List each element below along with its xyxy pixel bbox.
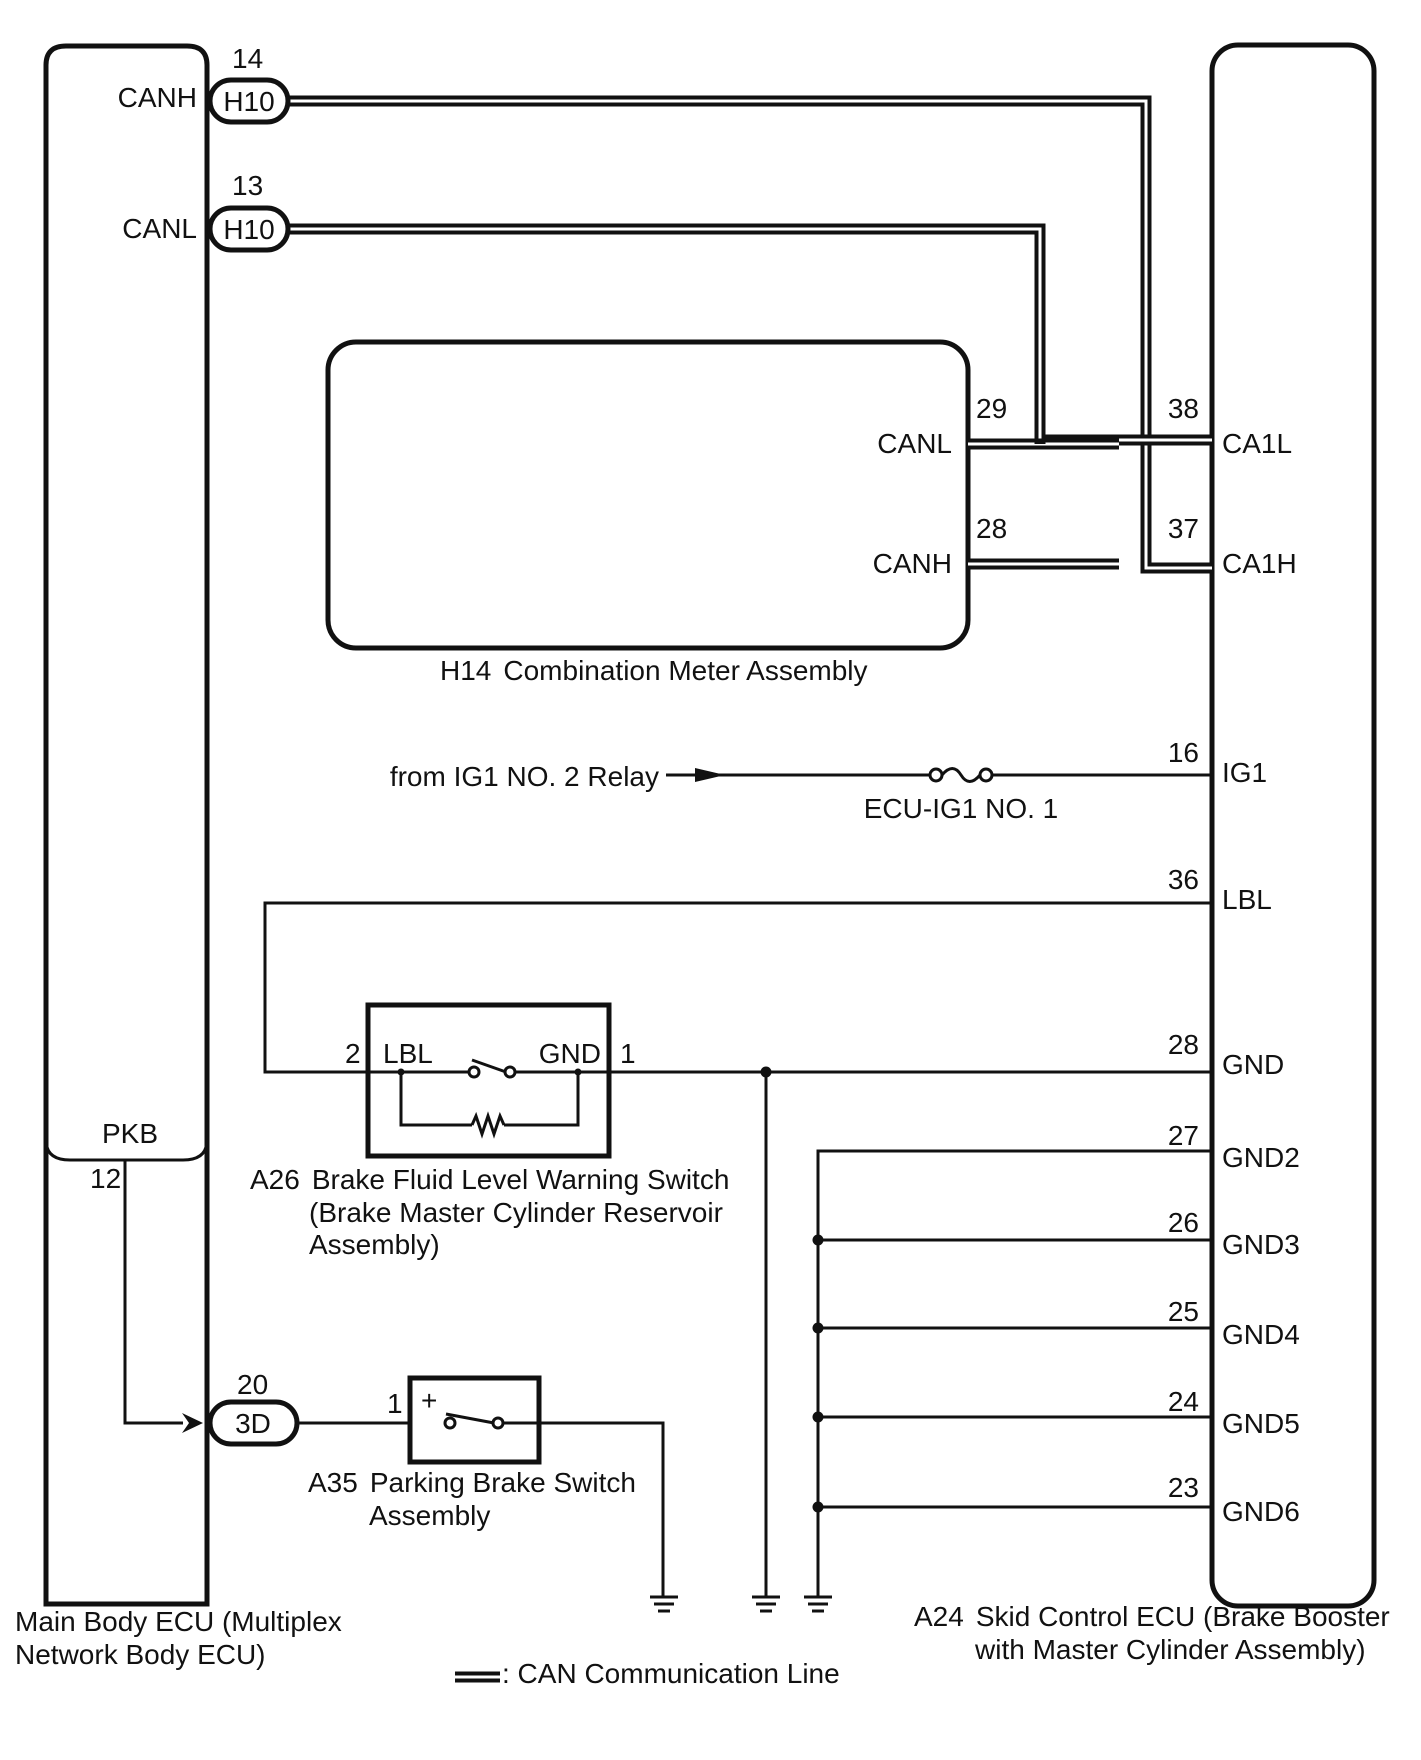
brake-fluid-switch bbox=[365, 1002, 612, 1159]
meter-pin-28: 28 bbox=[976, 513, 1007, 544]
pin-12: 12 bbox=[90, 1163, 121, 1194]
pin-canh-label: CANH bbox=[118, 82, 197, 113]
skid-ecu-caption-line1: A24 Skid Control ECU (Brake Booster bbox=[914, 1601, 1390, 1632]
pin-20: 20 bbox=[237, 1369, 268, 1400]
pin-pkb-label: PKB bbox=[102, 1118, 158, 1149]
skid-pin-ca1h: CA1H bbox=[1222, 548, 1297, 579]
switch-pin-lbl: LBL bbox=[383, 1038, 433, 1069]
skid-ecu-pins: 38 CA1L 37 CA1H 16 IG1 36 LBL 28 GND 27 … bbox=[1168, 393, 1300, 1527]
parking-wire-out bbox=[503, 1421, 665, 1597]
skid-ecu-caption-line2: with Master Cylinder Assembly) bbox=[974, 1634, 1366, 1665]
connector-h10-canh-label: H10 bbox=[223, 86, 274, 117]
pin-canl-label: CANL bbox=[122, 213, 197, 244]
switch-icon bbox=[445, 1412, 495, 1425]
skid-ecu-name: Skid Control ECU (Brake Booster bbox=[976, 1601, 1390, 1632]
meter-pin-29: 29 bbox=[976, 393, 1007, 424]
meter-caption: H14 Combination Meter Assembly bbox=[440, 655, 868, 686]
skid-pin-ig1: IG1 bbox=[1222, 757, 1267, 788]
skid-pin-38: 38 bbox=[1168, 393, 1199, 424]
connector-h10-canl-label: H10 bbox=[223, 214, 274, 245]
ground-icon bbox=[650, 1595, 678, 1613]
parking-plus: + bbox=[421, 1385, 437, 1416]
brake-fluid-name: Brake Fluid Level Warning Switch bbox=[312, 1164, 730, 1195]
meter-canh-label: CANH bbox=[873, 548, 952, 579]
parking-pin-1: 1 bbox=[387, 1388, 403, 1419]
skid-pin-37: 37 bbox=[1168, 513, 1199, 544]
skid-pin-23: 23 bbox=[1168, 1472, 1199, 1503]
main-ecu-caption-line1: Main Body ECU (Multiplex bbox=[15, 1606, 342, 1637]
skid-ecu-code: A24 bbox=[914, 1601, 964, 1632]
skid-pin-gnd3: GND3 bbox=[1222, 1229, 1300, 1260]
main-ecu-caption-line2: Network Body ECU) bbox=[15, 1639, 266, 1670]
meter-canl-label: CANL bbox=[877, 428, 952, 459]
pin-13: 13 bbox=[232, 170, 263, 201]
switch-pin-gnd: GND bbox=[539, 1038, 601, 1069]
skid-pin-lbl: LBL bbox=[1222, 884, 1272, 915]
pkb-wire bbox=[123, 1160, 183, 1425]
skid-pin-gnd: GND bbox=[1222, 1049, 1284, 1080]
meter-code: H14 bbox=[440, 655, 491, 686]
skid-pin-gnd4: GND4 bbox=[1222, 1319, 1300, 1350]
arrow-right-icon bbox=[695, 768, 725, 782]
connector-h10-canh bbox=[207, 77, 291, 125]
skid-pin-36: 36 bbox=[1168, 864, 1199, 895]
brake-fluid-switch-internals bbox=[368, 1058, 609, 1139]
ig1-line bbox=[666, 767, 1212, 783]
ground-wires bbox=[760, 1066, 1212, 1597]
legend: : CAN Communication Line bbox=[455, 1658, 840, 1689]
skid-pin-gnd2: GND2 bbox=[1222, 1142, 1300, 1173]
can-lines bbox=[288, 95, 1212, 574]
skid-pin-24: 24 bbox=[1168, 1386, 1199, 1417]
skid-pin-25: 25 bbox=[1168, 1296, 1199, 1327]
lbl-wire bbox=[263, 901, 1212, 1074]
fuse-icon bbox=[940, 767, 982, 783]
resistor-icon bbox=[470, 1111, 506, 1139]
skid-pin-28: 28 bbox=[1168, 1029, 1199, 1060]
pin-14: 14 bbox=[232, 43, 263, 74]
parking-switch-internals bbox=[443, 1412, 505, 1430]
ground-icon bbox=[804, 1595, 832, 1613]
connector-h10-canl bbox=[207, 205, 291, 253]
skid-pin-gnd5: GND5 bbox=[1222, 1408, 1300, 1439]
parking-caption-line2: Assembly bbox=[369, 1500, 490, 1531]
ground-icon bbox=[752, 1595, 780, 1613]
brake-fluid-caption-line2: (Brake Master Cylinder Reservoir bbox=[309, 1197, 723, 1228]
brake-fluid-caption-line3: Assembly) bbox=[309, 1229, 440, 1260]
legend-label: : CAN Communication Line bbox=[502, 1658, 840, 1689]
brake-fluid-code: A26 bbox=[250, 1164, 300, 1195]
skid-pin-26: 26 bbox=[1168, 1207, 1199, 1238]
brake-fluid-caption-line1: A26 Brake Fluid Level Warning Switch bbox=[250, 1164, 729, 1195]
connector-arrow-icon bbox=[182, 1413, 203, 1433]
switch-icon bbox=[471, 1058, 507, 1074]
combination-meter bbox=[325, 339, 971, 651]
parking-code: A35 bbox=[308, 1467, 358, 1498]
switch-pin-1: 1 bbox=[620, 1038, 636, 1069]
skid-pin-gnd6: GND6 bbox=[1222, 1496, 1300, 1527]
skid-pin-16: 16 bbox=[1168, 737, 1199, 768]
skid-pin-ca1l: CA1L bbox=[1222, 428, 1292, 459]
skid-pin-27: 27 bbox=[1168, 1120, 1199, 1151]
power-source: from IG1 NO. 2 Relay bbox=[390, 761, 659, 792]
meter-name: Combination Meter Assembly bbox=[503, 655, 867, 686]
switch-pin-2: 2 bbox=[345, 1038, 361, 1069]
parking-name: Parking Brake Switch bbox=[370, 1467, 636, 1498]
connector-3d-label: 3D bbox=[235, 1408, 271, 1439]
skid-control-ecu bbox=[1209, 42, 1377, 1609]
parking-caption-line1: A35 Parking Brake Switch bbox=[308, 1467, 636, 1498]
fuse-label: ECU-IG1 NO. 1 bbox=[864, 793, 1058, 824]
